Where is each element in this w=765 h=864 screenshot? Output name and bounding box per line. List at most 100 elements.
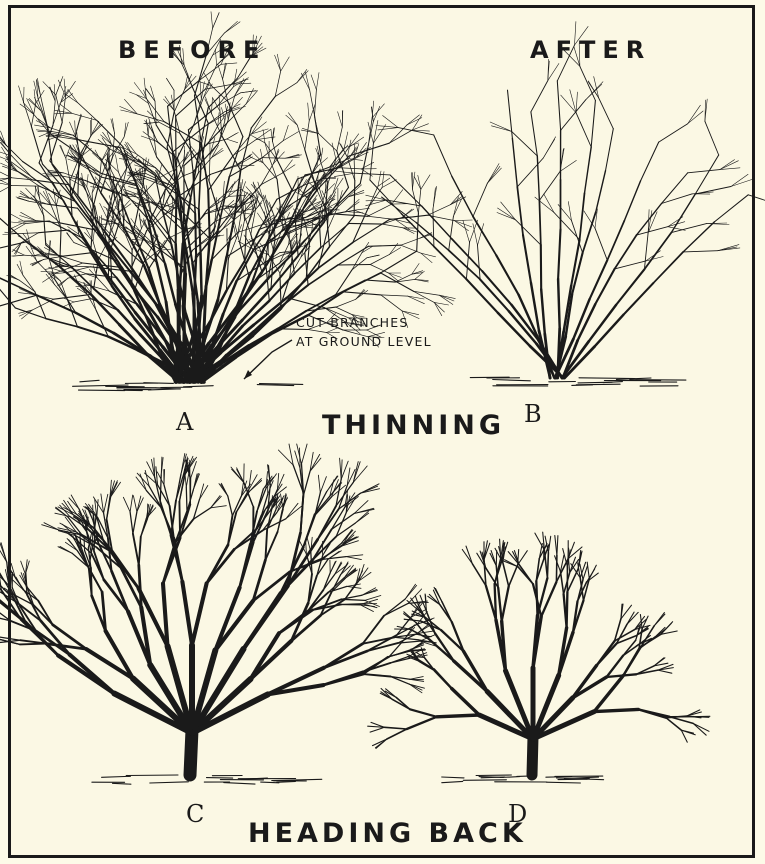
branch bbox=[200, 81, 201, 100]
cane bbox=[94, 289, 118, 311]
ground-stroke bbox=[150, 782, 189, 783]
cane bbox=[330, 216, 355, 247]
branch bbox=[323, 674, 363, 685]
branch bbox=[101, 177, 137, 186]
branch bbox=[407, 717, 437, 729]
branch bbox=[211, 12, 213, 29]
branch bbox=[164, 485, 170, 506]
ground-stroke bbox=[80, 380, 99, 382]
cane bbox=[220, 177, 229, 219]
branch bbox=[32, 259, 44, 265]
branch bbox=[363, 674, 390, 676]
branch bbox=[182, 582, 192, 645]
branch bbox=[133, 534, 139, 566]
branch bbox=[498, 588, 502, 622]
cane bbox=[714, 195, 748, 222]
branch bbox=[332, 143, 336, 159]
branch bbox=[478, 245, 481, 279]
branch bbox=[389, 273, 402, 278]
branch bbox=[435, 589, 442, 602]
branch bbox=[318, 475, 320, 493]
branch bbox=[307, 537, 311, 552]
branch bbox=[487, 164, 499, 184]
branch bbox=[22, 233, 39, 243]
branch bbox=[303, 471, 310, 495]
branch bbox=[349, 143, 389, 156]
branch bbox=[372, 101, 374, 118]
branch bbox=[211, 506, 227, 508]
branch bbox=[548, 64, 559, 81]
cane bbox=[165, 264, 175, 304]
branch bbox=[34, 90, 36, 104]
branch bbox=[208, 156, 233, 191]
branch bbox=[280, 254, 290, 273]
ground-stroke bbox=[579, 378, 634, 379]
cane bbox=[76, 313, 114, 333]
branch bbox=[34, 114, 51, 134]
branch bbox=[130, 495, 133, 512]
branch bbox=[637, 227, 668, 235]
cane bbox=[583, 212, 596, 253]
branch bbox=[104, 494, 108, 513]
branch bbox=[60, 229, 61, 266]
branch bbox=[416, 622, 429, 639]
branch bbox=[311, 75, 316, 90]
branch bbox=[179, 502, 180, 539]
cane bbox=[557, 81, 560, 130]
branch bbox=[213, 13, 220, 29]
branch bbox=[415, 271, 425, 279]
branch bbox=[595, 228, 607, 260]
branch bbox=[353, 462, 360, 483]
branch bbox=[367, 643, 398, 651]
branch bbox=[320, 174, 324, 189]
branch bbox=[228, 496, 233, 516]
branch bbox=[658, 670, 672, 673]
cane bbox=[671, 194, 695, 233]
branch bbox=[535, 197, 554, 212]
branch bbox=[580, 66, 596, 100]
branch bbox=[191, 462, 197, 479]
branch bbox=[310, 90, 315, 116]
branch bbox=[332, 578, 346, 592]
branch bbox=[133, 512, 137, 534]
branch bbox=[491, 126, 511, 132]
ground-stroke bbox=[572, 385, 593, 386]
ground-stroke bbox=[207, 778, 233, 779]
branch bbox=[440, 605, 452, 622]
branch bbox=[503, 563, 509, 587]
branch bbox=[271, 129, 273, 141]
branch bbox=[410, 709, 437, 717]
branch bbox=[263, 163, 277, 180]
ground-stroke bbox=[257, 385, 293, 386]
cane bbox=[512, 139, 517, 187]
branch bbox=[23, 102, 33, 114]
branch bbox=[219, 484, 228, 496]
branch bbox=[64, 252, 94, 256]
branch bbox=[193, 474, 198, 490]
panel-label-a: A bbox=[176, 408, 193, 436]
branch bbox=[573, 665, 597, 697]
ground-stroke bbox=[442, 781, 463, 782]
branch bbox=[410, 677, 424, 680]
branch bbox=[60, 546, 72, 553]
ground-stroke bbox=[557, 778, 590, 779]
branch bbox=[516, 220, 541, 245]
branch bbox=[275, 71, 281, 96]
ground-stroke bbox=[493, 380, 531, 381]
branch bbox=[84, 141, 120, 148]
branch bbox=[35, 292, 46, 319]
branch bbox=[576, 113, 591, 147]
branch bbox=[466, 546, 473, 564]
branch bbox=[705, 121, 719, 155]
branch bbox=[561, 572, 564, 594]
branch bbox=[223, 79, 228, 101]
ground-stroke bbox=[113, 783, 131, 784]
branch bbox=[133, 496, 137, 512]
branch bbox=[61, 145, 66, 158]
branch bbox=[31, 127, 42, 165]
cane bbox=[208, 191, 210, 239]
cane bbox=[606, 129, 614, 171]
branch bbox=[495, 584, 496, 620]
branch bbox=[412, 264, 419, 275]
branch bbox=[139, 537, 141, 566]
